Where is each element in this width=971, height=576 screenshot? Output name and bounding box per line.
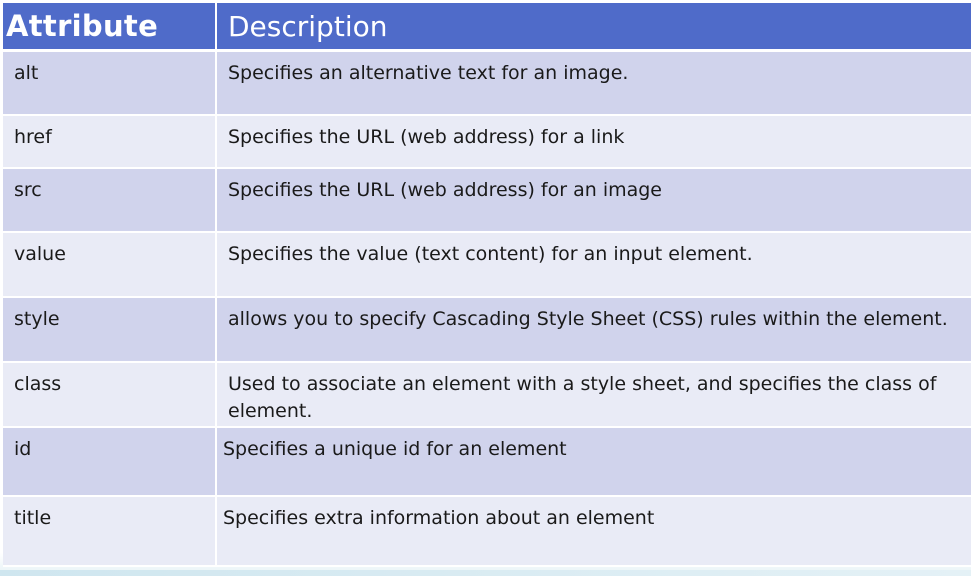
table-row: src Specifies the URL (web address) for … xyxy=(3,167,971,233)
attribute-cell: href xyxy=(3,114,217,169)
description-cell: Specifies extra information about an ele… xyxy=(216,495,971,567)
description-cell: Specifies the URL (web address) for a li… xyxy=(216,114,971,169)
description-cell: Specifies the URL (web address) for an i… xyxy=(216,167,971,233)
html-attributes-table: Attribute Description alt Specifies an a… xyxy=(3,3,971,567)
description-cell: Specifies an alternative text for an ima… xyxy=(216,50,971,116)
attribute-cell: id xyxy=(3,426,217,497)
header-row: Attribute Description xyxy=(3,3,971,52)
header-description: Description xyxy=(216,3,971,52)
description-cell: Specifies the value (text content) for a… xyxy=(216,231,971,298)
header-attribute: Attribute xyxy=(3,3,217,52)
attribute-cell: alt xyxy=(3,50,217,116)
attribute-cell: src xyxy=(3,167,217,233)
table-body: alt Specifies an alternative text for an… xyxy=(3,50,971,567)
description-cell: allows you to specify Cascading Style Sh… xyxy=(216,296,971,363)
description-cell: Specifies a unique id for an element xyxy=(216,426,971,497)
description-cell: Used to associate an element with a styl… xyxy=(216,361,971,428)
attribute-cell: style xyxy=(3,296,217,363)
table-row: value Specifies the value (text content)… xyxy=(3,231,971,298)
attribute-cell: value xyxy=(3,231,217,298)
table-row: href Specifies the URL (web address) for… xyxy=(3,114,971,169)
attribute-cell: title xyxy=(3,495,217,567)
table-row: title Specifies extra information about … xyxy=(3,495,971,567)
table-header: Attribute Description xyxy=(3,3,971,52)
attribute-cell: class xyxy=(3,361,217,428)
table-row: style allows you to specify Cascading St… xyxy=(3,296,971,363)
table-row: id Specifies a unique id for an element xyxy=(3,426,971,497)
table-row: class Used to associate an element with … xyxy=(3,361,971,428)
table-row: alt Specifies an alternative text for an… xyxy=(3,50,971,116)
slide-bottom-strip xyxy=(0,570,971,576)
